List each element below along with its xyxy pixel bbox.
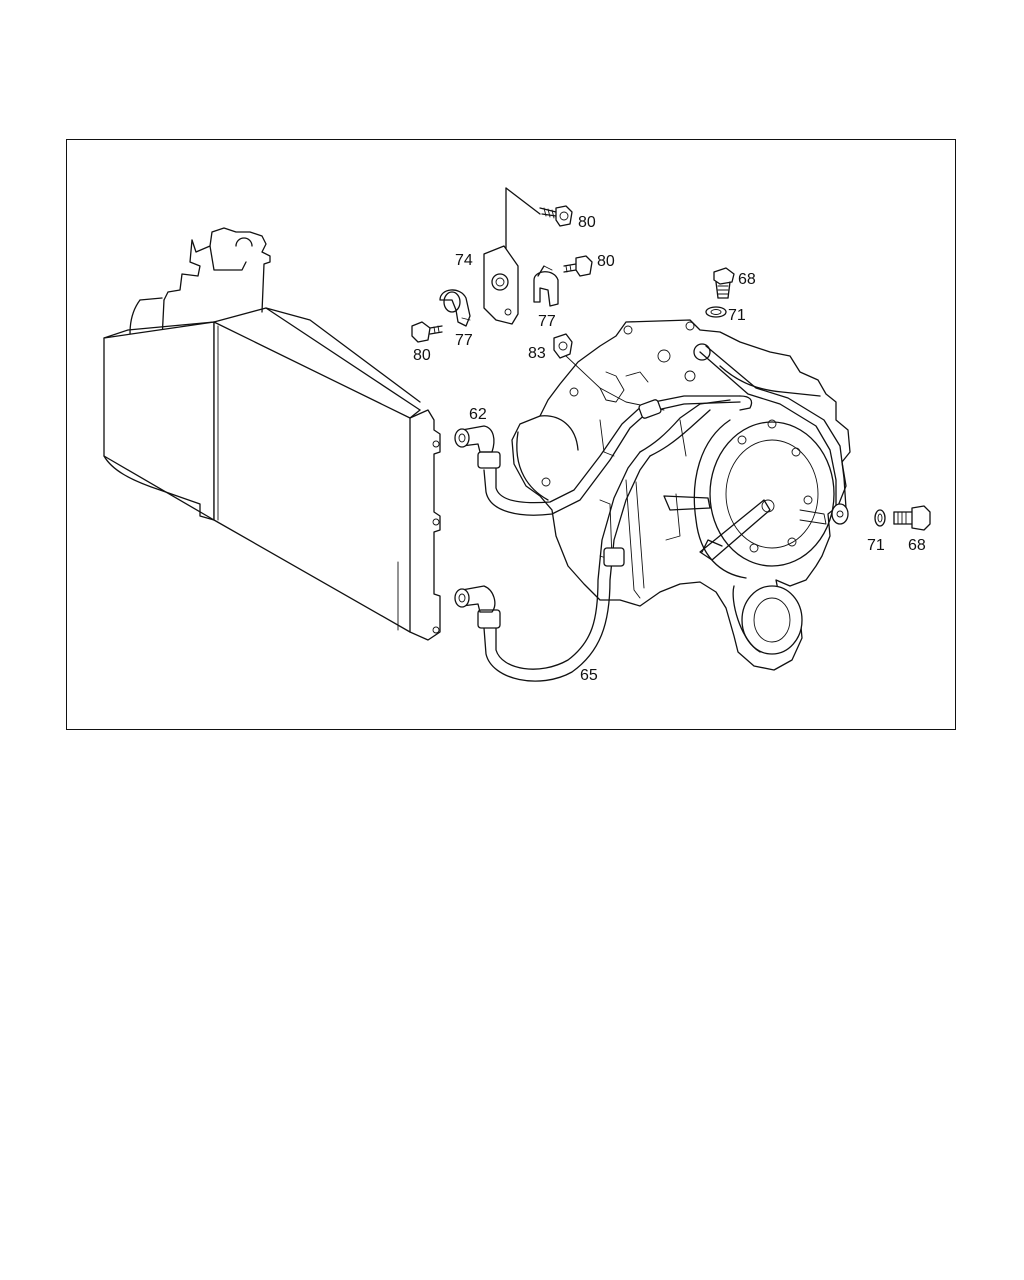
bolt-80-left	[411, 321, 443, 343]
callout-71-top: 71	[728, 307, 746, 324]
callout-62: 62	[469, 406, 487, 423]
bolt-80-top	[539, 205, 573, 227]
clamp-77-left	[439, 289, 471, 327]
callout-77-right: 77	[538, 313, 556, 330]
cooler-line-62	[454, 343, 849, 525]
callout-80-left: 80	[413, 347, 431, 364]
seal-ring-71-right	[874, 509, 886, 527]
callout-80-mid: 80	[597, 253, 615, 270]
callout-77-left: 77	[455, 332, 473, 349]
callout-68-right: 68	[908, 537, 926, 554]
callout-80-top: 80	[578, 214, 596, 231]
callout-74: 74	[455, 252, 473, 269]
callout-labels: 80 80 80 74 77 77 68 71 83 62 71 68 65	[413, 214, 926, 684]
banjo-bolt-68-top	[713, 267, 735, 299]
mounting-bracket-74	[483, 187, 541, 325]
diagram-frame	[66, 139, 956, 730]
cooler-line-65	[454, 399, 731, 682]
callout-83: 83	[528, 345, 546, 362]
callout-68-top: 68	[738, 271, 756, 288]
nut-83	[553, 333, 573, 359]
banjo-bolt-68-right	[893, 505, 931, 531]
seal-ring-71-top	[705, 306, 727, 318]
clamp-77-right	[533, 265, 559, 307]
callout-65: 65	[580, 667, 598, 684]
oil-cooler	[103, 227, 441, 641]
bolt-80-mid	[563, 255, 593, 277]
callout-71-right: 71	[867, 537, 885, 554]
